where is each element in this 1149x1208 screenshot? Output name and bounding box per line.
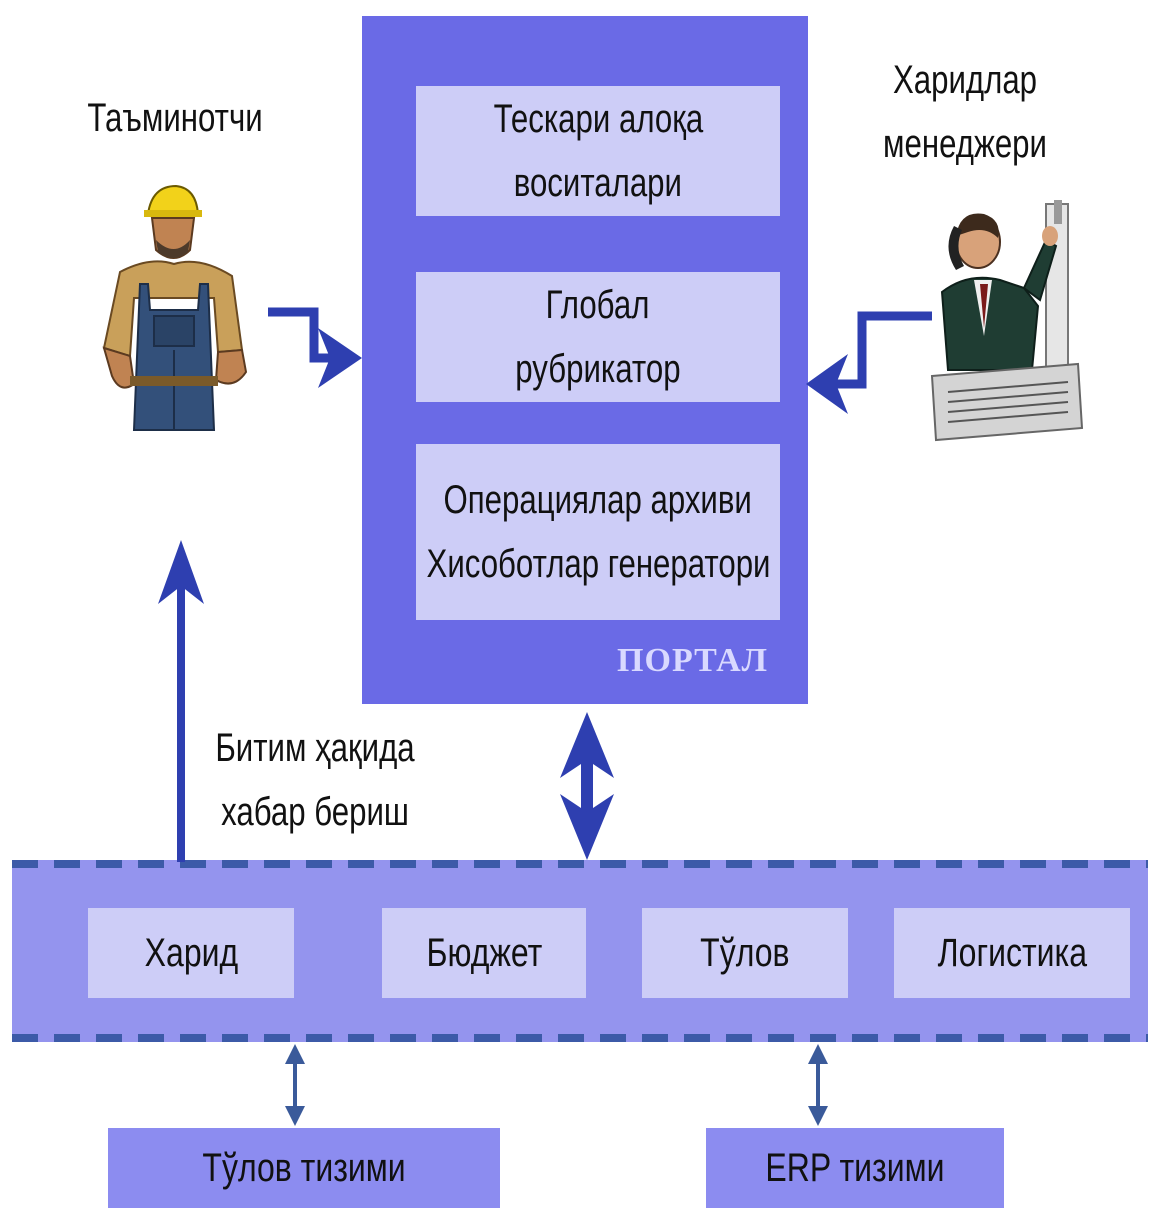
bus-payment-system-arrow [285, 1044, 305, 1126]
supplier-worker-icon [102, 184, 248, 431]
global-rubricator-line1: Глобал [546, 283, 650, 327]
erp-system-box: ERP тизими [706, 1128, 1004, 1208]
global-rubricator-line2: рубрикатор [515, 347, 681, 391]
notify-label-line1: Битим ҳақида [215, 726, 415, 770]
portal-label: ПОРТАЛ [617, 642, 768, 679]
archive-reports-block: Операциялар архиви Хисоботлар генератори [416, 444, 780, 620]
portal-bus-double-arrow [560, 712, 614, 860]
modules-bus: Харид Бюджет Тўлов Логистика [12, 860, 1148, 1042]
portal-box: Тескари алоқа воситалари Глобал рубрикат… [362, 16, 808, 704]
bus-top-border [12, 860, 1148, 868]
feedback-tools-line1: Тескари алоқа [493, 97, 703, 141]
module-logistics: Логистика [894, 908, 1130, 998]
purchasing-manager-icon [930, 200, 1084, 442]
module-payment: Тўлов [642, 908, 848, 998]
archive-line: Операциялар архиви [443, 478, 753, 522]
payment-system-box: Тўлов тизими [108, 1128, 500, 1208]
bus-bottom-border [12, 1034, 1148, 1042]
notify-supplier-arrow [158, 540, 204, 862]
module-purchase: Харид [88, 908, 294, 998]
feedback-tools-block: Тескари алоқа воситалари [416, 86, 780, 216]
feedback-tools-line2: воситалари [513, 161, 683, 205]
module-budget: Бюджет [382, 908, 586, 998]
supplier-label: Таъминотчи [87, 96, 263, 140]
manager-label-line2: менеджери [883, 122, 1047, 166]
reports-generator-line: Хисоботлар генератори [426, 542, 770, 586]
manager-to-portal-arrow [806, 311, 932, 414]
notify-label-line2: хабар бериш [221, 790, 409, 834]
bus-erp-system-arrow [808, 1044, 828, 1126]
global-rubricator-block: Глобал рубрикатор [416, 272, 780, 402]
supplier-to-portal-arrow [268, 307, 362, 388]
manager-label-line1: Харидлар [892, 58, 1038, 102]
